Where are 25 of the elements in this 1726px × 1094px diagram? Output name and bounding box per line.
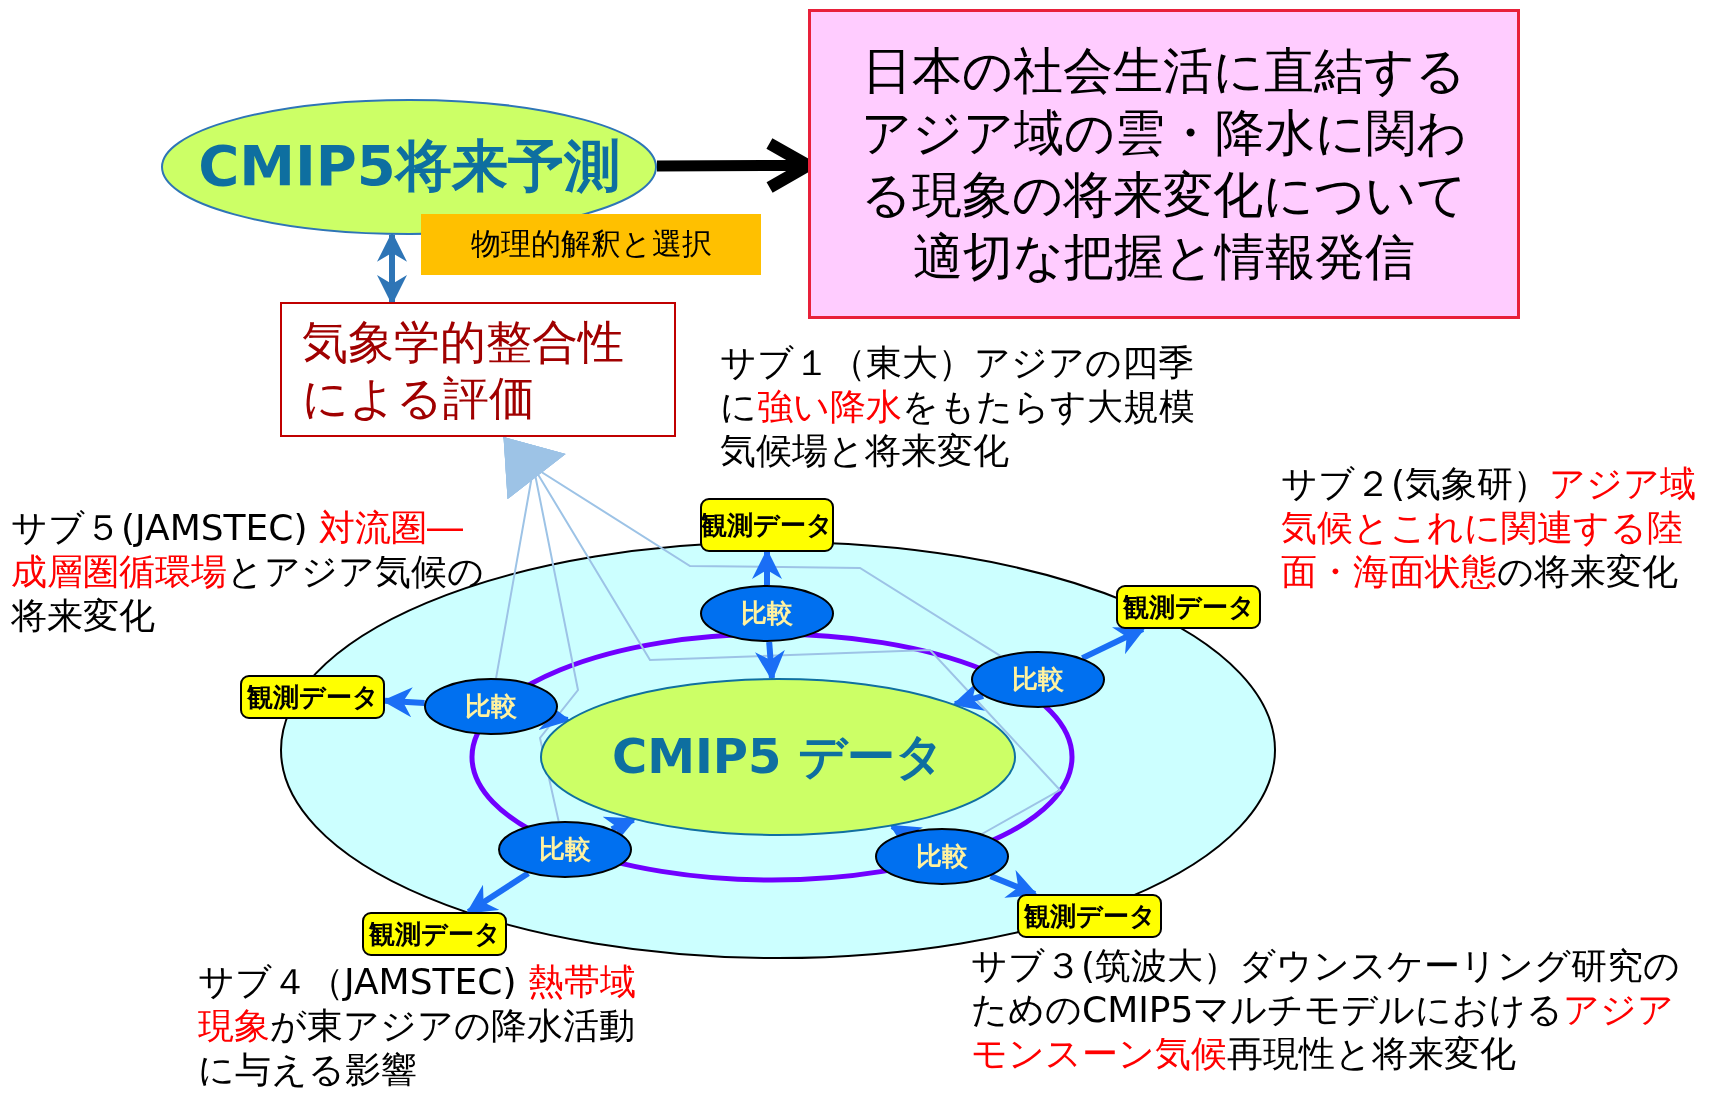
description-text: サブ２(気象研）アジア域気候とこれに関連する陸面・海面状態の将来変化 [1281, 462, 1711, 597]
arrow [382, 687, 425, 718]
compare-ellipse: 比較 [700, 585, 834, 642]
arrow [754, 641, 785, 681]
compare-ellipse: 比較 [424, 678, 558, 735]
description-text: サブ４（JAMSTEC) 熱帯域現象が東アジアの降水活動に与える影響 [198, 960, 638, 1092]
arrow [465, 870, 530, 915]
data-box: 観測データ [362, 912, 507, 956]
data-box: 観測データ [240, 675, 385, 719]
arrow [1081, 626, 1146, 661]
description-text: サブ３(筑波大）ダウンスケーリング研究のためのCMIP5マルチモデルにおけるアジアモンスーン気候再現性と将来変化 [971, 944, 1681, 1079]
data-box: 観測データ [1116, 585, 1261, 629]
arrow [502, 436, 1062, 835]
data-box: 観測データ [1017, 894, 1162, 938]
description-text: サブ５(JAMSTEC) 対流圏―成層圏循環場とアジア気候の将来変化 [11, 506, 486, 646]
arrow [989, 870, 1038, 898]
evaluation-box: 気象学的整合性による評価 [280, 302, 676, 437]
description-text: サブ１（東大）アジアの四季に強い降水をもたらす大規模気候場と将来変化 [720, 341, 1200, 476]
goal-box: 日本の社会生活に直結するアジア域の雲・降水に関わる現象の将来変化について適切な把握と情報発信 [808, 9, 1520, 319]
compare-ellipse: 比較 [971, 651, 1105, 708]
label-box: 物理的解釈と選択 [421, 214, 761, 275]
data-box: 観測データ [700, 498, 834, 552]
arrow [752, 549, 782, 585]
compare-ellipse: 比較 [498, 821, 632, 878]
compare-ellipse: 比較 [875, 828, 1009, 885]
